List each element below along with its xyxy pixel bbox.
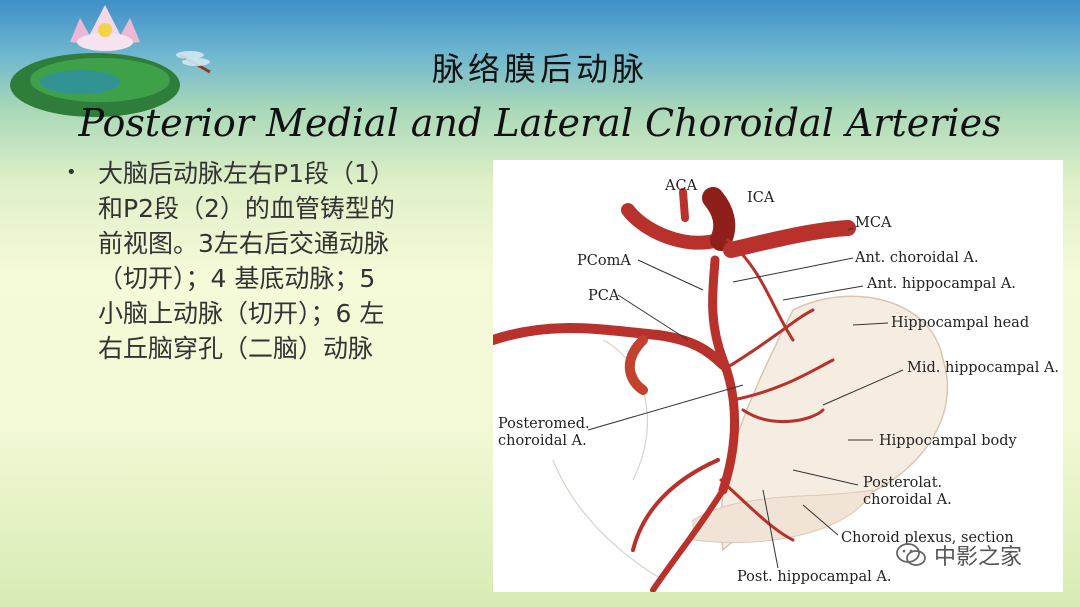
label-hippocampal-head: Hippocampal head bbox=[891, 315, 1029, 331]
label-pca: PCA bbox=[588, 288, 620, 304]
label-pcoma: PComA bbox=[577, 253, 631, 269]
brain-outline-left bbox=[602, 339, 648, 481]
label-post-hippocampal: Post. hippocampal A. bbox=[737, 569, 891, 585]
choroidal-arteries-figure: ACA ICA MCA PComA Ant. choroidal A. PCA … bbox=[493, 160, 1063, 592]
label-posterolat-line2: choroidal A. bbox=[863, 492, 952, 508]
bullet-item-text: 大脑后动脉左右P1段（1）和P2段（2）的血管铸型的前视图。3左右后交通动脉（切… bbox=[98, 159, 395, 363]
label-ica: ICA bbox=[747, 190, 775, 206]
slide-title-chinese: 脉络膜后动脉 bbox=[431, 50, 648, 88]
label-aca: ACA bbox=[664, 178, 698, 194]
label-choroid-plexus: Choroid plexus, section bbox=[841, 530, 1014, 546]
label-mid-hippocampal: Mid. hippocampal A. bbox=[907, 360, 1059, 376]
slide-title-english: Posterior Medial and Lateral Choroidal A… bbox=[78, 101, 1002, 145]
watermark: 中影之家 bbox=[896, 539, 1022, 571]
label-posterolat-line1: Posterolat. bbox=[863, 475, 942, 491]
watermark-text: 中影之家 bbox=[934, 545, 1023, 570]
bullet-dot-icon: • bbox=[66, 162, 77, 183]
artery-tree bbox=[493, 187, 856, 592]
choroid-plexus-shape bbox=[692, 489, 874, 543]
label-hippocampal-body: Hippocampal body bbox=[879, 433, 1018, 449]
leader-lines bbox=[587, 227, 904, 569]
dragonfly-icon bbox=[176, 51, 211, 74]
brain-outline-bottom bbox=[552, 459, 664, 581]
label-mca: MCA bbox=[855, 215, 892, 231]
label-posteromed-line1: Posteromed. bbox=[498, 416, 590, 432]
label-ant-choroidal: Ant. choroidal A. bbox=[854, 250, 979, 266]
label-posteromed-line2: choroidal A. bbox=[498, 433, 587, 449]
lotus-pond-decoration bbox=[10, 5, 211, 117]
label-ant-hippocampal: Ant. hippocampal A. bbox=[866, 276, 1016, 292]
wechat-icon bbox=[896, 543, 926, 566]
